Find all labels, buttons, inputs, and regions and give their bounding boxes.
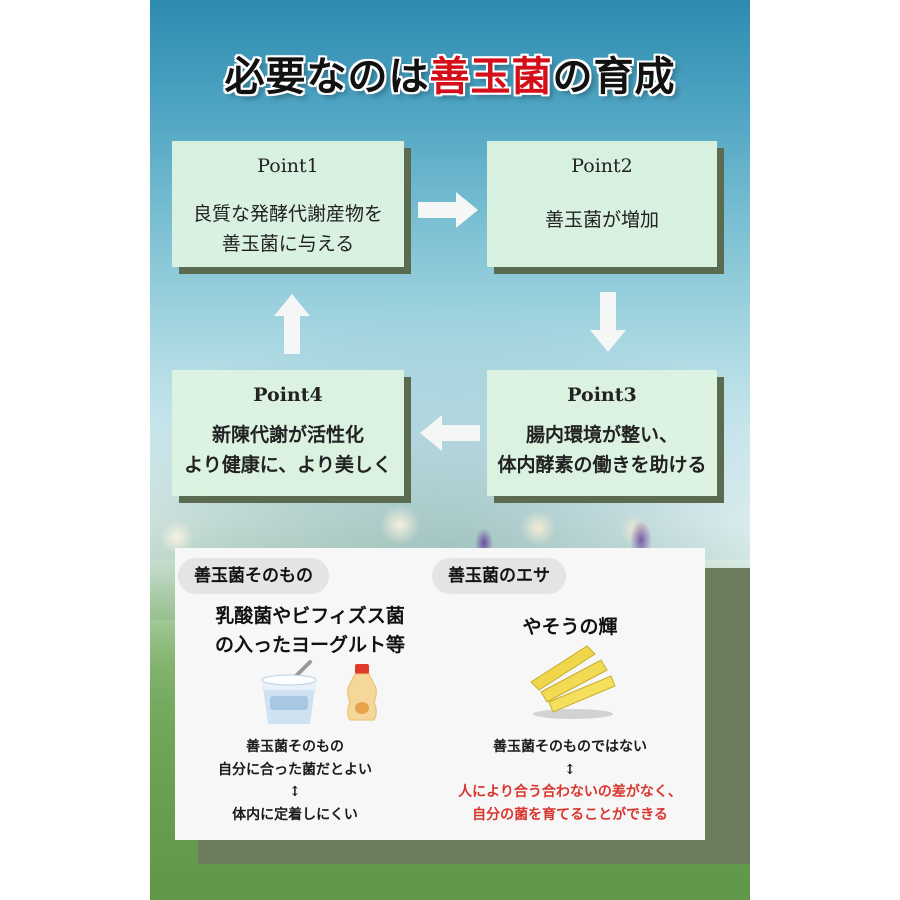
- arrow-up-icon: [274, 294, 310, 354]
- tag-probiotic-itself: 善玉菌そのもの: [178, 558, 329, 594]
- right-heading: やそうの輝: [522, 616, 618, 638]
- point4-body: 新陳代謝が活性化 より健康に、より美しく: [184, 424, 392, 476]
- point2-card: Point2 善玉菌が増加: [487, 141, 717, 267]
- page-title: 必要なのは善玉菌の育成: [224, 53, 676, 100]
- point3-body: 腸内環境が整い、 体内酵素の働きを助ける: [497, 424, 707, 476]
- arrow-left-icon: [420, 415, 480, 451]
- left-line2: 自分に合った菌だとよい: [218, 762, 372, 778]
- point4-title: Point4: [253, 384, 323, 406]
- title-highlight: 善玉菌: [429, 53, 553, 100]
- point1-title: Point1: [257, 155, 319, 177]
- left-line3: 体内に定着しにくい: [232, 807, 358, 823]
- point4-card: Point4 新陳代謝が活性化 より健康に、より美しく: [172, 370, 404, 496]
- yogurt-drink-bottle-icon: [347, 664, 377, 721]
- point1-body: 良質な発酵代謝産物を 善玉菌に与える: [192, 203, 383, 255]
- right-arrow-updown-icon: ↕: [564, 762, 576, 778]
- yogurt-cup-icon: [261, 660, 317, 724]
- arrow-right-icon: [418, 192, 478, 228]
- left-line1: 善玉菌そのもの: [246, 739, 344, 755]
- arrow-down-icon: [590, 292, 626, 352]
- right-line3: 自分の菌を育てることができる: [472, 807, 668, 823]
- point3-card: Point3 腸内環境が整い、 体内酵素の働きを助ける: [487, 370, 717, 496]
- right-line2: 人により合う合わないの差がなく、: [458, 784, 682, 800]
- right-line1: 善玉菌そのものではない: [493, 739, 647, 755]
- point3-title: Point3: [567, 384, 637, 406]
- point2-title: Point2: [571, 155, 633, 177]
- stick-pack-icon: [530, 645, 616, 719]
- point2-body: 善玉菌が増加: [544, 209, 659, 231]
- tag-probiotic-food: 善玉菌のエサ: [432, 558, 566, 594]
- left-heading: 乳酸菌やビフィズス菌 の入ったヨーグルト等: [214, 605, 405, 656]
- point1-card: Point1 良質な発酵代謝産物を 善玉菌に与える: [172, 141, 404, 267]
- left-arrow-updown-icon: ↕: [289, 784, 301, 800]
- comparison-panel: [175, 548, 705, 840]
